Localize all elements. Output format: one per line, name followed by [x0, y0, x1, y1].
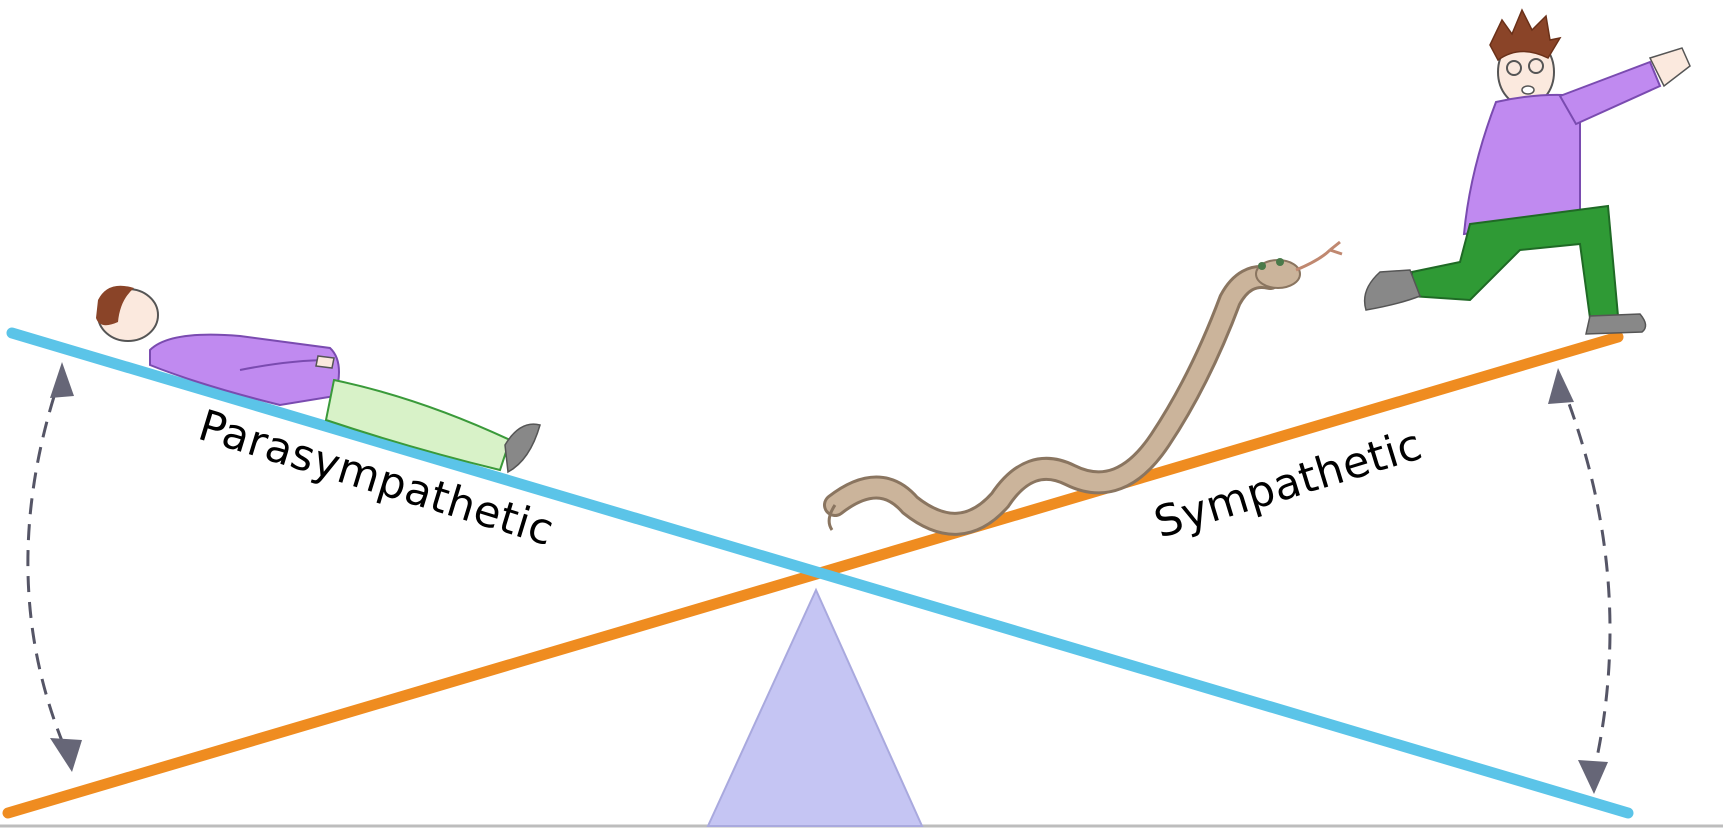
running-person-icon	[1365, 10, 1690, 334]
dashed-arc-arrow-icon	[1548, 368, 1610, 794]
dashed-arc-arrow-icon	[28, 362, 82, 772]
fulcrum-icon	[708, 590, 922, 826]
